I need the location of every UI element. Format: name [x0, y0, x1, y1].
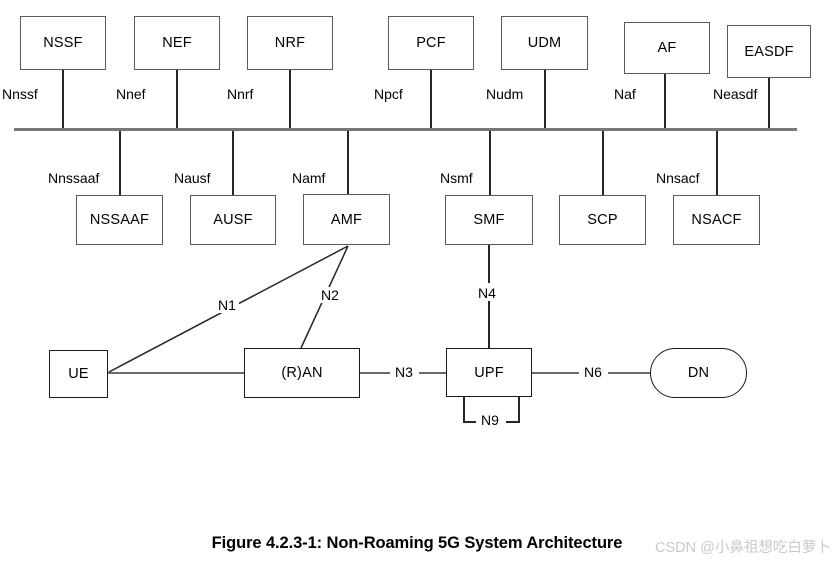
nf-box-pcf[interactable]: PCF	[388, 16, 474, 70]
stub-nssaaf	[119, 128, 121, 195]
nf-box-ausf[interactable]: AUSF	[190, 195, 276, 245]
nf-box-scp[interactable]: SCP	[559, 195, 646, 245]
interface-label-nnssf: Nnssf	[2, 86, 38, 102]
interface-label-nnrf: Nnrf	[227, 86, 254, 102]
stub-nef	[176, 70, 178, 131]
interface-label-nnsacf: Nnsacf	[656, 170, 700, 186]
interface-label-nausf: Nausf	[174, 170, 211, 186]
n9-label: N9	[478, 412, 502, 428]
interface-label-namf: Namf	[292, 170, 326, 186]
n1-label: N1	[215, 297, 239, 313]
nf-box-af[interactable]: AF	[624, 22, 710, 74]
interface-label-naf: Naf	[614, 86, 636, 102]
n4-link-lower	[488, 300, 490, 348]
n4-link	[488, 245, 490, 283]
n6-label: N6	[581, 364, 605, 380]
nf-box-nef[interactable]: NEF	[134, 16, 220, 70]
n6-dn-stub	[608, 372, 651, 374]
nf-box-amf[interactable]: AMF	[303, 194, 390, 245]
n2-label: N2	[318, 287, 342, 303]
stub-nrf	[289, 70, 291, 131]
n3-label: N3	[392, 364, 416, 380]
stub-ausf	[232, 128, 234, 195]
nf-box-smf[interactable]: SMF	[445, 195, 533, 245]
n4-label: N4	[475, 285, 499, 301]
upf-node[interactable]: UPF	[446, 348, 532, 397]
figure-caption: Figure 4.2.3-1: Non-Roaming 5G System Ar…	[211, 534, 623, 552]
interface-label-npcf: Npcf	[374, 86, 403, 102]
nf-box-easdf[interactable]: EASDF	[727, 25, 811, 78]
nf-box-nsacf[interactable]: NSACF	[673, 195, 760, 245]
nf-box-nrf[interactable]: NRF	[247, 16, 333, 70]
stub-pcf	[430, 70, 432, 131]
n3-upf-stub	[419, 372, 447, 374]
interface-label-nsmf: Nsmf	[440, 170, 473, 186]
upf-n6-stub	[532, 372, 579, 374]
ran-node[interactable]: (R)AN	[244, 348, 360, 398]
stub-udm	[544, 70, 546, 131]
stub-nsacf	[716, 128, 718, 195]
interface-label-nnef: Nnef	[116, 86, 146, 102]
n9-left-foot	[463, 421, 476, 423]
stub-af	[664, 74, 666, 131]
stub-amf	[347, 128, 349, 194]
stub-easdf	[768, 78, 770, 131]
stub-scp	[602, 128, 604, 195]
dn-node[interactable]: DN	[650, 348, 747, 398]
nf-box-nssaaf[interactable]: NSSAAF	[76, 195, 163, 245]
n9-right-leg	[518, 397, 520, 422]
n9-left-leg	[463, 397, 465, 422]
nf-box-nssf[interactable]: NSSF	[20, 16, 106, 70]
service-based-interface-bus	[14, 128, 797, 131]
ue-ran-link	[108, 372, 245, 374]
nf-box-udm[interactable]: UDM	[501, 16, 588, 70]
interface-label-neasdf: Neasdf	[713, 86, 758, 102]
stub-smf	[489, 128, 491, 195]
n9-right-foot	[506, 421, 520, 423]
stub-nssf	[62, 70, 64, 131]
ue-node[interactable]: UE	[49, 350, 108, 398]
ran-n3-left-stub	[360, 372, 390, 374]
interface-label-nnssaaf: Nnssaaf	[48, 170, 100, 186]
interface-label-nudm: Nudm	[486, 86, 524, 102]
watermark: CSDN @小鼻祖想吃白萝卜	[655, 540, 831, 556]
